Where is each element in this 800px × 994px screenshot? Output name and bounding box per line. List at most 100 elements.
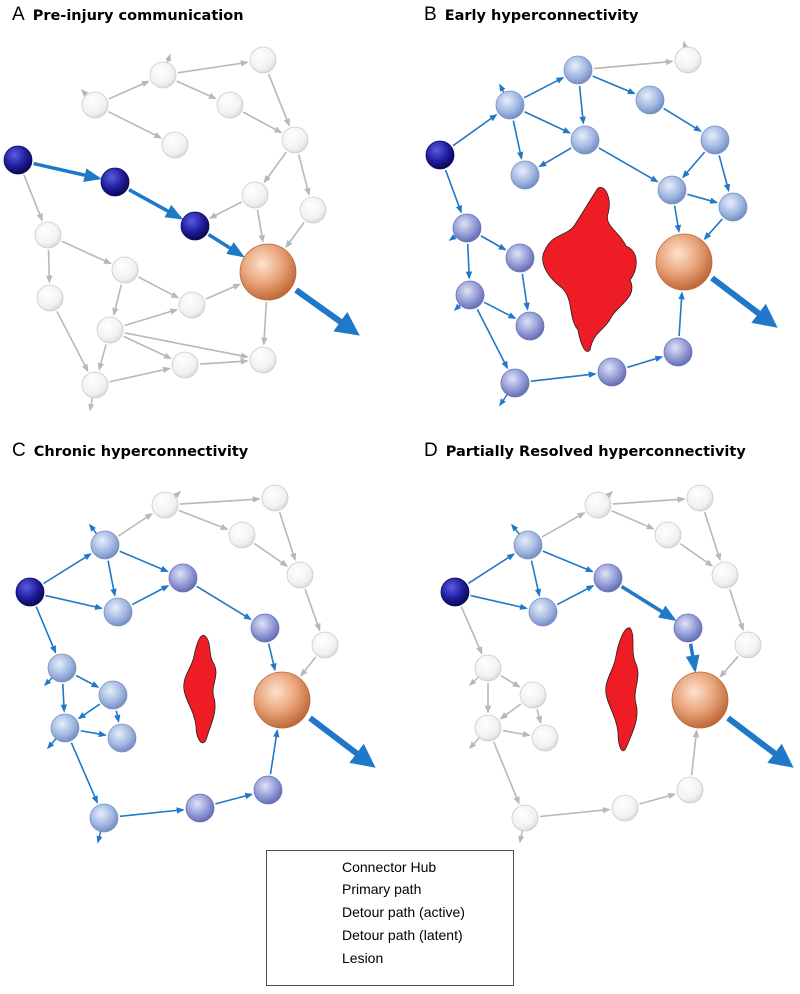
panel-letter: B (424, 4, 437, 25)
legend-item-latent: Detour path (latent) (267, 925, 513, 947)
connector-hub-node (655, 233, 713, 291)
latent-node (474, 654, 502, 682)
active-node (107, 723, 137, 753)
latent-edge (123, 335, 172, 359)
active-node (253, 775, 283, 805)
active-edge (444, 169, 462, 214)
active-edge (45, 594, 103, 610)
latent-edge (492, 741, 520, 805)
latent-node (241, 181, 269, 209)
active-node (635, 85, 665, 115)
active-edge (267, 643, 277, 672)
latent-node (96, 316, 124, 344)
lesion-large (542, 187, 637, 352)
active-edge (682, 151, 706, 179)
active-edge (578, 85, 586, 125)
latent-node (228, 521, 256, 549)
legend-item-active: Detour path (active) (267, 902, 513, 924)
active-node (455, 280, 485, 310)
legend-label: Connector Hub (342, 859, 437, 875)
panel-title-text: Partially Resolved hyperconnectivity (445, 444, 746, 460)
latent-node (216, 91, 244, 119)
latent-node (36, 284, 64, 312)
latent-edge (300, 656, 317, 677)
primary-node (3, 145, 33, 175)
latent-node (151, 491, 179, 519)
active-edge (77, 703, 101, 720)
latent-node (654, 521, 682, 549)
panel-title-d: D Partially Resolved hyperconnectivity (424, 440, 746, 462)
primary-node (180, 211, 210, 241)
active-edge (521, 273, 530, 311)
panel-letter: D (424, 440, 438, 461)
latent-edge (177, 60, 249, 74)
active-edge (542, 550, 594, 573)
latent-node (674, 46, 702, 74)
latent-edge (263, 151, 287, 184)
panel-title-text: Early hyperconnectivity (444, 8, 639, 24)
latent-edge (611, 510, 655, 530)
primary-node (440, 577, 470, 607)
latent-node (676, 776, 704, 804)
active-node (593, 563, 623, 593)
active-node (657, 175, 687, 205)
legend-label: Lesion (342, 950, 384, 966)
latent-edge (124, 308, 179, 327)
active-node (563, 55, 593, 85)
active-edge (476, 308, 508, 370)
active-node (513, 530, 543, 560)
latent-edge (208, 201, 243, 219)
latent-node (161, 131, 189, 159)
legend-label: Primary path (342, 881, 422, 897)
active-node (90, 530, 120, 560)
panel-title-text: Chronic hyperconnectivity (33, 444, 249, 460)
latent-edge (179, 496, 261, 505)
latent-edge (502, 729, 531, 738)
primary-edge (685, 643, 700, 673)
active-edge (480, 235, 507, 251)
active-edge (119, 550, 169, 573)
latent-edge (499, 703, 522, 720)
output-arrow (710, 275, 778, 328)
latent-edge (178, 509, 229, 530)
latent-edge (612, 496, 686, 505)
active-node (103, 597, 133, 627)
latent-node (249, 46, 277, 74)
active-edge (131, 585, 170, 606)
active-node (89, 803, 119, 833)
legend-item-hub: Connector Hub (267, 857, 513, 879)
output-arrow (294, 287, 360, 336)
active-node (98, 680, 128, 710)
legend-label: Detour path (active) (342, 904, 465, 920)
latent-node (81, 371, 109, 399)
latent-node (531, 724, 559, 752)
active-edge (215, 792, 254, 805)
active-edge (678, 291, 685, 337)
latent-node (286, 561, 314, 589)
active-node (515, 311, 545, 341)
latent-node (474, 714, 502, 742)
active-node (250, 613, 280, 643)
active-node (168, 563, 198, 593)
active-edge (80, 729, 107, 738)
latent-edge (719, 655, 739, 678)
active-node (185, 793, 215, 823)
connector-hub-node (671, 671, 729, 729)
active-node (528, 597, 558, 627)
active-node (510, 160, 540, 190)
legend-label: Detour path (latent) (342, 927, 463, 943)
latent-node (149, 61, 177, 89)
active-edge (663, 107, 702, 132)
latent-node (511, 804, 539, 832)
active-node (505, 243, 535, 273)
latent-node (299, 196, 327, 224)
active-edge (523, 77, 565, 99)
latent-edge (285, 221, 305, 249)
latent-edge (46, 249, 53, 284)
active-node (663, 337, 693, 367)
lesion-small (605, 627, 639, 752)
latent-edge (61, 240, 112, 265)
active-node (50, 713, 80, 743)
